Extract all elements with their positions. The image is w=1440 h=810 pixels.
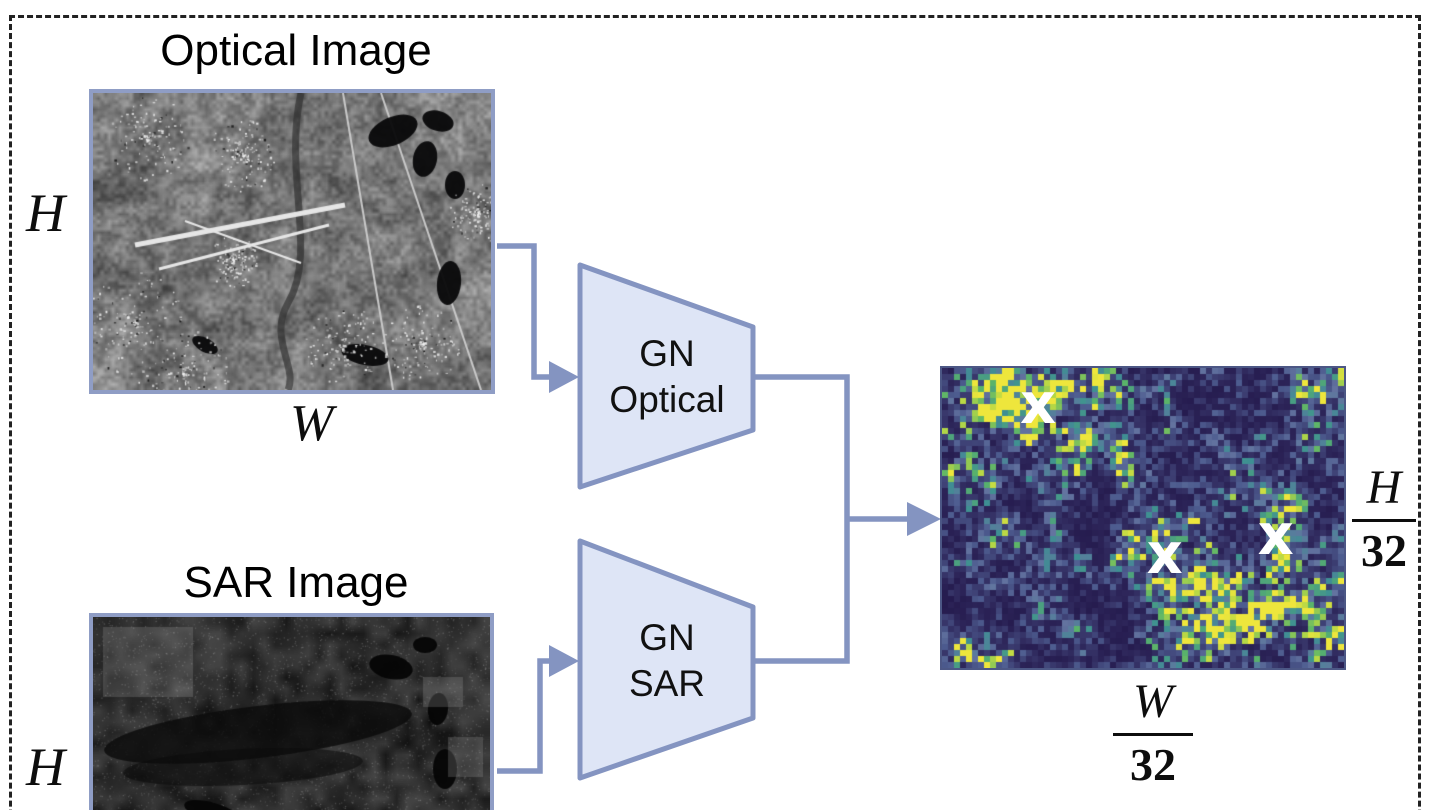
optical-width-label: W bbox=[290, 395, 334, 452]
optical-height-label: H bbox=[26, 183, 65, 243]
output-height-numerator: H bbox=[1366, 461, 1402, 514]
gn-sar-label-line2: SAR bbox=[628, 662, 706, 704]
sar-height-label: H bbox=[26, 737, 65, 797]
output-width-numerator: W bbox=[1133, 675, 1173, 728]
gn-optical-label-line2: Optical bbox=[609, 378, 725, 420]
optical-image bbox=[89, 89, 495, 394]
gn-sar-label-line1: GN bbox=[639, 617, 695, 658]
match-marker: x bbox=[1146, 521, 1183, 587]
gn-optical-label-line1: GN bbox=[639, 333, 695, 374]
output-height-denominator: 32 bbox=[1361, 525, 1407, 576]
heatmap-canvas bbox=[942, 368, 1344, 668]
optical-image-canvas bbox=[93, 93, 491, 390]
figure-dashed-border bbox=[9, 15, 1421, 810]
sar-image bbox=[89, 613, 494, 810]
attention-heatmap: x x x bbox=[940, 366, 1346, 670]
sar-image-title: SAR Image bbox=[183, 558, 409, 607]
fraction-bar bbox=[1113, 733, 1193, 736]
gn-sar-label: GN SAR bbox=[580, 615, 754, 707]
output-height-fraction: H 32 bbox=[1352, 464, 1416, 574]
match-marker: x bbox=[1257, 502, 1294, 568]
output-width-fraction: W 32 bbox=[1113, 678, 1193, 788]
match-marker: x bbox=[1020, 371, 1057, 437]
optical-image-title: Optical Image bbox=[160, 26, 432, 75]
sar-image-canvas bbox=[93, 617, 490, 810]
fraction-bar bbox=[1352, 519, 1416, 522]
output-width-denominator: 32 bbox=[1130, 739, 1176, 790]
gn-optical-label: GN Optical bbox=[580, 331, 754, 423]
